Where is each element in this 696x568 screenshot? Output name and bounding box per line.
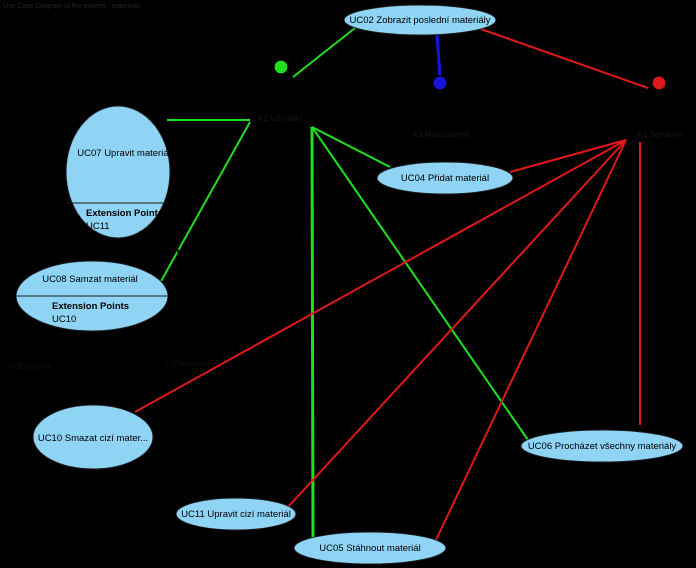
use-case-uc10-label: UC10 Smazat cizí mater...	[38, 433, 148, 444]
assoc-a3-uc02	[435, 33, 442, 78]
assoc-a2-uc08	[159, 121, 251, 284]
use-case-uc07-extension-title: Extension Points	[86, 208, 163, 219]
assoc-a1-uc05	[435, 139, 627, 541]
assoc-a1-uc02	[477, 27, 649, 89]
extend-dependencies: <<Extend>> <<Extend>>	[8, 203, 208, 498]
use-case-uc05[interactable]: UC05 Stáhnout materiál	[293, 531, 447, 565]
extend-label-left: <<Extend>>	[8, 362, 52, 371]
actor-a2-head-icon	[273, 59, 289, 75]
use-case-uc07[interactable]: UC07 Upravit materiál Extension Points U…	[65, 105, 171, 239]
use-case-uc02[interactable]: UC02 Zobrazit poslední materiály	[343, 4, 497, 36]
use-case-uc04[interactable]: UC04 Přidat materiál	[376, 161, 514, 195]
diagram-header: Use Case Diagram of the system - materia…	[3, 3, 141, 10]
assoc-a2-uc06	[311, 126, 529, 441]
assoc-a1-uc11	[287, 139, 627, 508]
use-case-uc04-label: UC04 Přidat materiál	[401, 173, 489, 184]
actor-a1-head-icon	[651, 75, 667, 91]
assoc-a2-uc05	[310, 126, 315, 538]
use-case-uc06-label: UC06 Procházet všechny materiály	[528, 441, 677, 452]
use-case-uc08-extension-title: Extension Points	[52, 301, 129, 312]
actor-a1-spravce[interactable]: A1 Správce	[637, 75, 684, 139]
extend-label-right: <<Extend>>	[164, 359, 208, 368]
actor-a2-label: A2 Uživatel	[257, 113, 302, 123]
associations	[134, 27, 649, 541]
use-case-uc08[interactable]: UC08 Samzat materiál Extension Points UC…	[15, 260, 169, 332]
actor-a3-head-icon	[432, 75, 448, 91]
use-case-uc11-label: UC11 Upravit cizí materiál	[181, 509, 291, 520]
use-case-uc08-extension-point: UC10	[52, 314, 76, 325]
actor-a1-label: A1 Správce	[637, 129, 684, 139]
use-case-uc07-label: UC07 Upravit materiál	[77, 148, 170, 159]
use-case-uc08-label: UC08 Samzat materiál	[42, 274, 138, 285]
extend-uc11-uc07-arrowhead	[172, 203, 184, 216]
use-case-uc06[interactable]: UC06 Procházet všechny materiály	[520, 429, 684, 463]
actor-a2-uzivatel[interactable]: A2 Uživatel	[257, 59, 302, 123]
use-case-uc10[interactable]: UC10 Smazat cizí mater...	[32, 404, 154, 470]
assoc-a1-uc04	[509, 139, 627, 173]
actor-a3-navstevnik[interactable]: A3 Návštěvník	[412, 75, 470, 139]
use-case-uc02-label: UC02 Zobrazit poslední materiály	[350, 15, 491, 26]
use-case-uc05-label: UC05 Stáhnout materiál	[319, 543, 420, 554]
assoc-a2-uc04	[311, 126, 391, 168]
extend-uc10-uc08-arrowhead	[53, 328, 65, 341]
actor-a3-label: A3 Návštěvník	[412, 129, 470, 139]
use-case-uc11[interactable]: UC11 Upravit cizí materiál	[175, 497, 297, 531]
assoc-a2-uc02	[292, 27, 356, 78]
use-case-uc07-extension-point: UC11	[86, 221, 110, 232]
assoc-a1-uc10	[134, 139, 627, 413]
